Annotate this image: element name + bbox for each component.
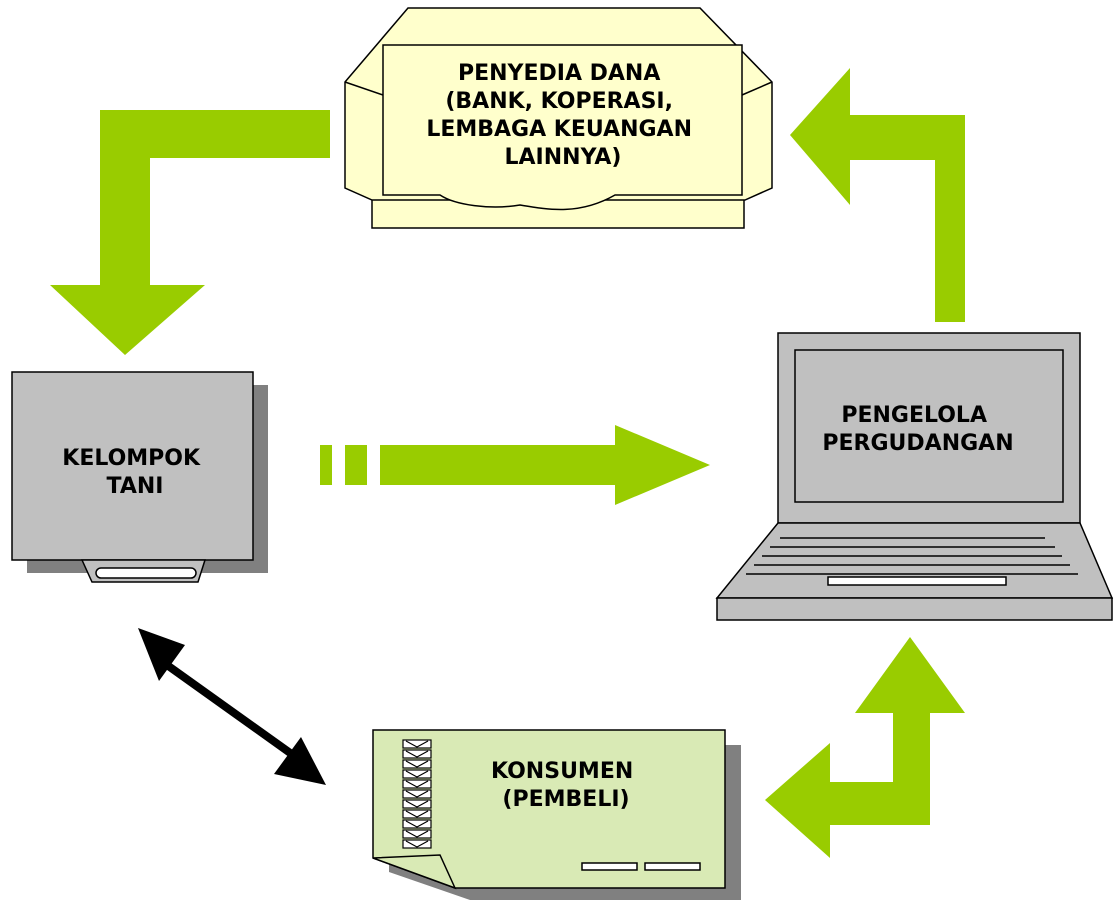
document-fold	[372, 854, 457, 890]
node-funder: PENYEDIA DANA (BANK, KOPERASI, LEMBAGA K…	[344, 7, 773, 229]
funder-label-line-3: LEMBAGA KEUANGAN	[426, 117, 692, 142]
checkmark-icon	[405, 740, 429, 748]
farmer-group-label-line-2: TANI	[107, 474, 164, 499]
warehouse-label-line-2: PERGUDANGAN	[822, 431, 1013, 456]
checkmark-icon	[405, 790, 429, 798]
arrow-warehouse-to-funder	[790, 68, 965, 322]
funder-label: PENYEDIA DANA (BANK, KOPERASI, LEMBAGA K…	[426, 61, 699, 170]
envelope-front	[382, 44, 743, 211]
signature-line-1	[581, 862, 638, 871]
checkmark-icon	[405, 810, 429, 818]
checkmark-icon	[405, 800, 429, 808]
farmer-group-label-line-1: KELOMPOK	[62, 446, 201, 471]
envelope-fold-left	[344, 81, 384, 96]
checklist-box	[402, 799, 432, 809]
checklist-box	[402, 839, 432, 849]
funder-label-line-1: PENYEDIA DANA	[458, 61, 660, 86]
node-consumer: KONSUMEN (PEMBELI)	[372, 729, 741, 900]
arrow-farmer-to-warehouse	[320, 425, 710, 505]
laptop-trackpad	[827, 576, 1007, 586]
arrow-head-start	[138, 628, 185, 681]
funder-label-line-2: (BANK, KOPERASI,	[445, 89, 673, 114]
arrow-shaft	[157, 656, 303, 764]
checkmark-icon	[405, 840, 429, 848]
document-body	[372, 729, 726, 889]
farmer-group-label: KELOMPOK TANI	[62, 446, 207, 499]
laptop-base-edge	[716, 597, 1113, 621]
node-farmer-group: KELOMPOK TANI	[11, 371, 268, 583]
floppy-slot	[95, 567, 197, 579]
checklist-box	[402, 789, 432, 799]
checklist-box	[402, 739, 432, 749]
checklist-box	[402, 759, 432, 769]
consumer-label: KONSUMEN (PEMBELI)	[491, 759, 641, 812]
checkmark-icon	[405, 770, 429, 778]
envelope-icon	[344, 7, 773, 229]
arrow-dash-2	[345, 445, 367, 485]
checklist-box	[402, 749, 432, 759]
checkmark-icon	[405, 760, 429, 768]
arrow-farmer-consumer	[138, 628, 326, 785]
signature-line-2	[644, 862, 701, 871]
arrow-dash-1	[320, 445, 332, 485]
laptop-icon	[715, 332, 1114, 621]
consumer-label-line-1: KONSUMEN	[491, 759, 633, 784]
checkmark-icon	[405, 780, 429, 788]
arrow-consumer-to-warehouse	[765, 637, 965, 858]
consumer-label-line-2: (PEMBELI)	[502, 787, 629, 812]
arrow-funder-to-farmer	[50, 110, 330, 355]
checklist-box	[402, 829, 432, 839]
checklist-box	[402, 819, 432, 829]
checkmark-icon	[405, 750, 429, 758]
checklist-box	[402, 779, 432, 789]
warehouse-label-line-1: PENGELOLA	[841, 403, 987, 428]
funder-label-line-4: LAINNYA)	[505, 145, 622, 170]
node-warehouse: PENGELOLA PERGUDANGAN	[715, 332, 1114, 621]
checkmark-icon	[405, 830, 429, 838]
floppy-disk-icon	[11, 371, 268, 583]
arrow-body	[380, 425, 710, 505]
checklist	[402, 739, 432, 849]
floppy-body	[11, 371, 254, 561]
arrow-head-end	[274, 737, 326, 785]
checkmark-icon	[405, 820, 429, 828]
checklist-box	[402, 809, 432, 819]
envelope-fold-right	[741, 81, 773, 96]
checklist-box	[402, 769, 432, 779]
laptop-base	[715, 522, 1114, 599]
document-checklist-icon	[372, 729, 741, 900]
warehouse-label: PENGELOLA PERGUDANGAN	[822, 403, 1013, 456]
laptop-screen	[794, 349, 1064, 503]
